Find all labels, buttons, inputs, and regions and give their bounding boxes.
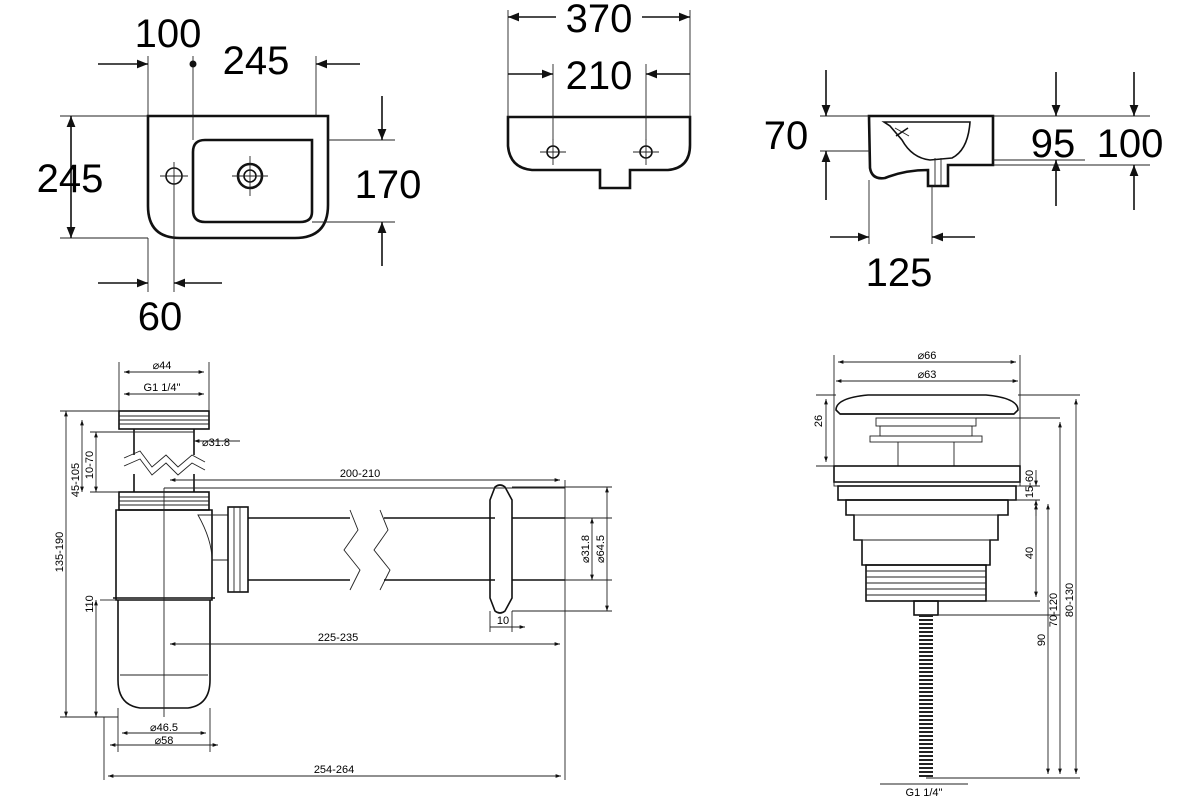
siphon-dim-thread: G1 1/4" — [144, 382, 181, 394]
siphon-dim-31-8-top: ⌀31.8 — [202, 437, 230, 449]
siphon-dim-254-264: 254-264 — [314, 764, 354, 776]
waste-dim-63: ⌀63 — [918, 369, 937, 381]
fixing-hole-left — [540, 139, 566, 165]
overflow-hole — [160, 162, 188, 190]
siphon-dim-58: ⌀58 — [155, 735, 174, 747]
click-clack-waste-drawing: ⌀66 ⌀63 26 15-60 40 90 70-120 80-130 G1 … — [813, 350, 1080, 799]
siphon-dim-225-235: 225-235 — [318, 632, 358, 644]
siphon-dim-200-210: 200-210 — [340, 468, 380, 480]
dim-125: 125 — [866, 251, 933, 295]
siphon-drawing: ⌀44 G1 1/4" ⌀31.8 10-70 45-105 135-190 1… — [54, 360, 612, 780]
siphon-dim-31-8-pipe: ⌀31.8 — [580, 535, 592, 563]
siphon-dim-46-5: ⌀46.5 — [150, 722, 178, 734]
tap-point — [189, 60, 197, 68]
dim-100-side: 100 — [1097, 122, 1164, 166]
basin-rear-outline — [506, 115, 692, 190]
waste-dim-80-130: 80-130 — [1064, 583, 1076, 617]
waste-flange — [833, 465, 1021, 483]
waste-dim-thread: G1 1/4" — [906, 787, 943, 799]
siphon-dim-64-5: ⌀64.5 — [595, 535, 607, 563]
waste-hole — [232, 156, 268, 196]
dim-100: 100 — [135, 12, 202, 56]
siphon-dim-44: ⌀44 — [153, 360, 172, 372]
waste-dim-26: 26 — [813, 415, 825, 427]
siphon-wall-flange — [489, 484, 513, 614]
waste-dim-40: 40 — [1024, 547, 1036, 559]
dim-245-depth: 245 — [37, 157, 104, 201]
waste-dim-66: ⌀66 — [918, 350, 937, 362]
waste-rod-nut — [913, 600, 939, 616]
dim-170: 170 — [355, 163, 422, 207]
waste-dim-15-60: 15-60 — [1024, 470, 1036, 498]
basin-side-inner — [881, 121, 971, 161]
dim-60: 60 — [138, 295, 183, 339]
dim-245-width: 245 — [223, 39, 290, 83]
dim-70: 70 — [764, 114, 809, 158]
basin-front-view: 100 245 245 170 60 — [37, 12, 422, 339]
dim-95: 95 — [1031, 122, 1076, 166]
dim-370: 370 — [566, 0, 633, 41]
siphon-outlet-nut — [227, 506, 249, 593]
basin-rear-view: 370 210 — [506, 0, 692, 190]
waste-cap — [835, 394, 1019, 415]
dim-210: 210 — [566, 54, 633, 98]
siphon-dim-110: 110 — [84, 595, 96, 613]
siphon-dim-45-105: 45-105 — [70, 463, 82, 497]
waste-dim-90: 90 — [1036, 634, 1048, 646]
siphon-body — [115, 509, 213, 601]
basin-side-view: 70 95 100 125 — [764, 70, 1164, 295]
waste-body — [845, 499, 1009, 566]
siphon-dim-135-190: 135-190 — [54, 532, 66, 572]
waste-dim-70-120: 70-120 — [1048, 593, 1060, 627]
siphon-dim-10: 10 — [497, 615, 509, 627]
fixing-hole-right — [633, 139, 659, 165]
basin-outline — [146, 114, 330, 240]
basin-bowl — [191, 138, 314, 224]
siphon-dim-10-70: 10-70 — [84, 451, 96, 479]
basin-side-outline — [867, 114, 995, 188]
